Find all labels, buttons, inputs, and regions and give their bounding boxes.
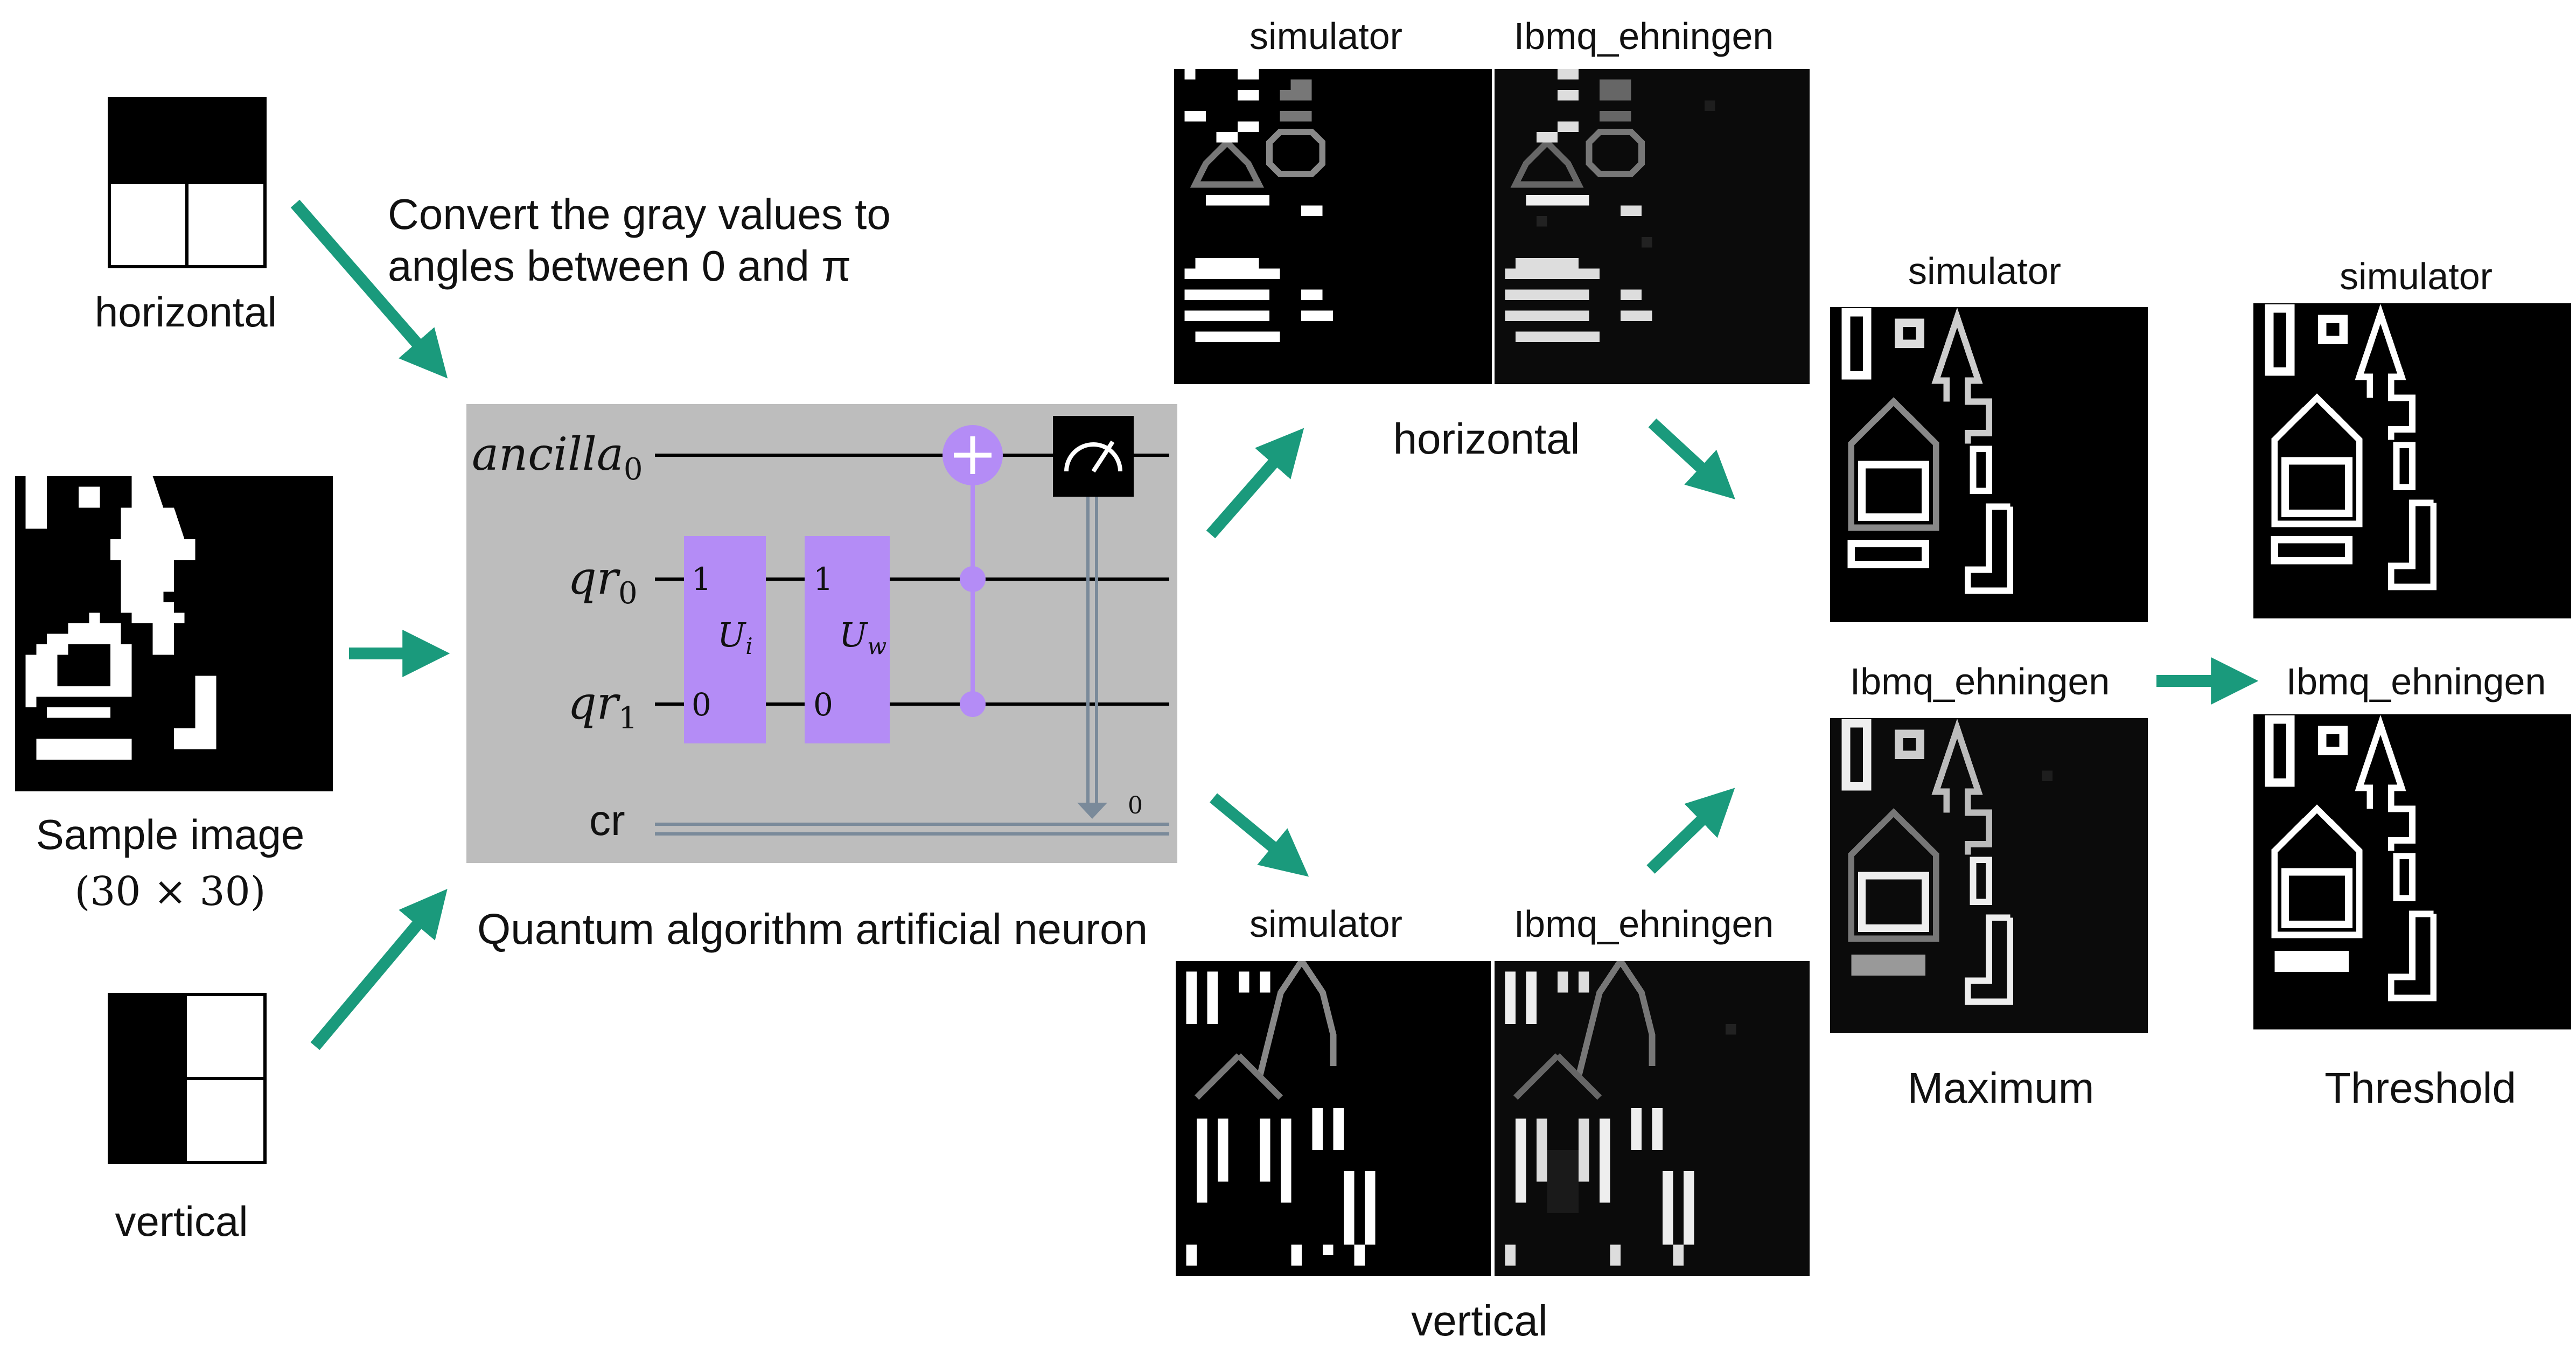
threshold-caption: Threshold <box>2324 1064 2516 1112</box>
sample-image <box>15 476 333 791</box>
quantum-circuit: ancilla0 qr0 qr1 cr 1 0 Ui 1 0 Uw 0 <box>466 404 1177 863</box>
maximum-ibmq-label: Ibmq_ehningen <box>1849 660 2110 702</box>
vertical-ibmq-label: Ibmq_ehningen <box>1513 903 1774 945</box>
circuit-caption: Quantum algorithm artificial neuron <box>477 905 1148 953</box>
arrow-vertical-to-maximum <box>1646 788 1735 874</box>
sample-image-size: (30 × 30) <box>74 868 266 915</box>
convert-note-line2: angles between 0 and π <box>388 242 851 290</box>
vertical-filter-label: vertical <box>115 1198 248 1245</box>
gate-uw-bit-top: 1 <box>813 561 833 597</box>
threshold-ibmq-label: Ibmq_ehningen <box>2286 660 2546 702</box>
vertical-ibmq-output <box>1495 961 1810 1276</box>
horizontal-filter-label: horizontal <box>94 288 277 336</box>
gate-uw-label: Uw <box>839 615 886 659</box>
horizontal-filter <box>108 97 267 268</box>
vertical-filter <box>108 993 267 1164</box>
measure-bit-label: 0 <box>1128 792 1143 819</box>
arrow-horizontal-to-circuit <box>290 199 448 379</box>
arrow-circuit-to-vertical <box>1209 793 1309 877</box>
maximum-simulator-output <box>1830 307 2148 622</box>
horizontal-ibmq-label: Ibmq_ehningen <box>1513 15 1774 57</box>
vertical-output-caption: vertical <box>1411 1297 1548 1345</box>
convert-note-line1: Convert the gray values to <box>388 190 891 238</box>
threshold-sim-label: simulator <box>2340 255 2493 297</box>
gate-uw-bit-bottom: 0 <box>813 686 833 723</box>
wire-cr-label: cr <box>589 796 625 844</box>
horizontal-sim-label: simulator <box>1249 15 1402 57</box>
gate-ui-bit-top: 1 <box>692 561 711 597</box>
gate-ui-bit-bottom: 0 <box>692 686 711 723</box>
vertical-sim-label: simulator <box>1249 903 1402 945</box>
arrow-circuit-to-horizontal <box>1206 428 1304 539</box>
threshold-simulator-output <box>2253 303 2571 618</box>
gate-ui-label: Ui <box>717 615 753 659</box>
arrow-vertical-to-circuit <box>310 889 448 1050</box>
wire-qr1-label: qr1 <box>568 677 638 736</box>
horizontal-output-caption: horizontal <box>1393 415 1580 463</box>
horizontal-simulator-output <box>1174 69 1492 384</box>
arrow-horizontal-to-maximum <box>1648 418 1735 499</box>
wire-ancilla-label: ancilla0 <box>472 428 643 487</box>
maximum-ibmq-output <box>1830 718 2148 1033</box>
threshold-ibmq-output <box>2253 714 2571 1029</box>
maximum-sim-label: simulator <box>1908 250 2061 292</box>
vertical-simulator-output <box>1176 961 1491 1276</box>
sample-image-label: Sample image <box>36 811 305 858</box>
maximum-caption: Maximum <box>1907 1064 2095 1112</box>
horizontal-ibmq-output <box>1495 69 1810 384</box>
wire-qr0-label: qr0 <box>568 552 638 611</box>
